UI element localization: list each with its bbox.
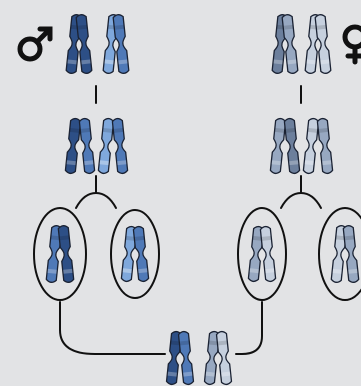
female-replicated-chromosome-2-band bbox=[322, 160, 332, 166]
female-replicated-chromosome-1-chromatid-2 bbox=[283, 118, 301, 174]
female-replicated-chromosome-1-band bbox=[285, 127, 296, 133]
male-replicated-chromosome-1-band bbox=[80, 127, 91, 133]
female-gamete-chromosome-1-band bbox=[261, 235, 272, 241]
female-parent-chromosome-1-band bbox=[283, 24, 293, 30]
male-symbol-icon bbox=[17, 26, 53, 62]
male-parent-chromosome-2-band bbox=[104, 59, 114, 65]
zygote-female-chromosome-chromatid-2 bbox=[215, 330, 233, 386]
male-replicated-chromosome-1 bbox=[64, 118, 96, 174]
male-replicated-chromosome-2-band bbox=[113, 127, 124, 133]
male-gamete-chromosome-1-band bbox=[47, 268, 57, 274]
male-replicated-chromosome-1-band bbox=[66, 160, 76, 166]
male-replicated-chromosome-1-chromatid-1 bbox=[64, 118, 82, 174]
female-gamete-circle-2 bbox=[318, 207, 361, 301]
female-gamete-chromosome-2-band bbox=[332, 268, 342, 274]
chromosome-layer bbox=[45, 14, 360, 386]
female-parent-chromosome-1-band bbox=[287, 59, 297, 65]
zygote-female-chromosome bbox=[203, 330, 233, 386]
male-replicated-chromosome-2-chromatid-1 bbox=[97, 118, 115, 174]
male-gamete-chromosome-2-band bbox=[138, 268, 148, 274]
female-gamete-to-zygote-connector bbox=[235, 301, 263, 355]
female-symbol-icon bbox=[342, 24, 361, 65]
zygote-female-chromosome-band bbox=[221, 371, 231, 377]
male-gamete-chromosome-1 bbox=[45, 225, 75, 283]
male-parent-chromosome-2 bbox=[102, 14, 130, 74]
male-gamete-chromosome-2-band bbox=[122, 268, 132, 274]
female-parent-chromosome-2-band bbox=[306, 59, 316, 65]
male-gamete-circle-1 bbox=[33, 207, 87, 301]
female-replicated-chromosome-2-chromatid-1 bbox=[302, 118, 320, 174]
male-gamete-chromosome-1-band bbox=[59, 235, 69, 241]
male-gamete-chromosome-1-band bbox=[63, 268, 73, 274]
female-gamete-chromosome-1-band bbox=[265, 268, 275, 274]
zygote-female-chromosome-band bbox=[208, 340, 219, 346]
male-replicated-chromosome-1-band bbox=[69, 127, 80, 133]
female-gamete-chromosome-2-band bbox=[336, 235, 346, 241]
female-replicated-chromosome-2-band bbox=[304, 160, 314, 166]
female-gamete-chromosome-1 bbox=[247, 226, 277, 282]
male-replicated-chromosome-2-chromatid-2 bbox=[111, 118, 129, 174]
female-replicated-chromosome-2 bbox=[302, 118, 334, 174]
female-gamete-chromosome-1-band bbox=[249, 268, 259, 274]
male-split-connector bbox=[75, 175, 117, 209]
male-gamete-to-zygote-connector bbox=[59, 301, 166, 355]
zygote-male-chromosome-chromatid-2 bbox=[177, 330, 195, 386]
female-parent-chromosome-2-chromatid-2 bbox=[314, 14, 332, 74]
female-gamete-chromosome-2-chromatid-2 bbox=[342, 225, 360, 283]
zygote-male-chromosome bbox=[165, 330, 195, 386]
zygote-male-chromosome-band bbox=[167, 371, 177, 377]
male-parent-chromosome-2-chromatid-2 bbox=[112, 14, 130, 74]
male-gamete-chromosome-2 bbox=[120, 226, 150, 282]
female-parent-chromosome-1 bbox=[271, 14, 299, 74]
female-gamete-chromosome-1-chromatid-2 bbox=[259, 226, 277, 282]
male-replicated-chromosome-2-band bbox=[99, 160, 109, 166]
female-replicated-chromosome-1-band bbox=[289, 160, 299, 166]
female-gamete-chromosome-2-band bbox=[344, 235, 354, 241]
female-parent-chromosome-2-band bbox=[320, 59, 330, 65]
female-replicated-chromosome-1-band bbox=[271, 160, 281, 166]
male-parent-chromosome-1-band bbox=[67, 59, 77, 65]
zygote-female-chromosome-band bbox=[217, 340, 228, 346]
zygote-male-chromosome-band bbox=[179, 340, 190, 346]
male-parent-chromosome-1-band bbox=[77, 24, 87, 30]
male-parent-chromosome-2-band bbox=[114, 24, 124, 30]
male-replicated-chromosome-2 bbox=[97, 118, 129, 174]
female-replicated-chromosome-2-band bbox=[307, 127, 318, 133]
male-parent-chromosome-1 bbox=[65, 14, 93, 74]
female-replicated-chromosome-1-band bbox=[274, 127, 285, 133]
female-replicated-chromosome-1-chromatid-1 bbox=[269, 118, 287, 174]
female-replicated-chromosome-2-band bbox=[318, 127, 329, 133]
female-gamete-circle-1 bbox=[237, 207, 287, 301]
male-replicated-chromosome-2-band bbox=[117, 160, 127, 166]
male-gamete-chromosome-1-band bbox=[51, 235, 61, 241]
male-gamete-chromosome-1-chromatid-2 bbox=[57, 225, 75, 283]
zygote-male-chromosome-band bbox=[170, 340, 181, 346]
female-gamete-chromosome-2-band bbox=[348, 268, 358, 274]
male-parent-chromosome-1-chromatid-2 bbox=[75, 14, 93, 74]
female-parent-chromosome-2-band bbox=[316, 24, 326, 30]
female-replicated-chromosome-2-chromatid-2 bbox=[316, 118, 334, 174]
male-parent-chromosome-2-band bbox=[118, 59, 128, 65]
female-replicated-chromosome-1 bbox=[269, 118, 301, 174]
connector-lines bbox=[59, 85, 322, 355]
male-gamete-circle-2 bbox=[110, 209, 160, 299]
male-gamete-chromosome-2-chromatid-2 bbox=[132, 226, 150, 282]
male-parent-chromosome-1-band bbox=[81, 59, 91, 65]
female-split-connector bbox=[280, 175, 322, 209]
male-replicated-chromosome-1-chromatid-2 bbox=[78, 118, 96, 174]
zygote-female-chromosome-band bbox=[205, 371, 215, 377]
female-gamete-chromosome-2 bbox=[330, 225, 360, 283]
male-replicated-chromosome-1-band bbox=[84, 160, 94, 166]
male-gamete-chromosome-2-band bbox=[134, 235, 145, 241]
female-parent-chromosome-1-chromatid-2 bbox=[281, 14, 299, 74]
male-replicated-chromosome-2-band bbox=[102, 127, 113, 133]
female-parent-chromosome-2 bbox=[304, 14, 332, 74]
zygote-male-chromosome-band bbox=[183, 371, 193, 377]
female-gamete-chromosome-1-band bbox=[252, 235, 263, 241]
gamete-circles bbox=[33, 207, 361, 301]
female-parent-chromosome-1-band bbox=[273, 59, 283, 65]
male-gamete-chromosome-2-band bbox=[125, 235, 136, 241]
